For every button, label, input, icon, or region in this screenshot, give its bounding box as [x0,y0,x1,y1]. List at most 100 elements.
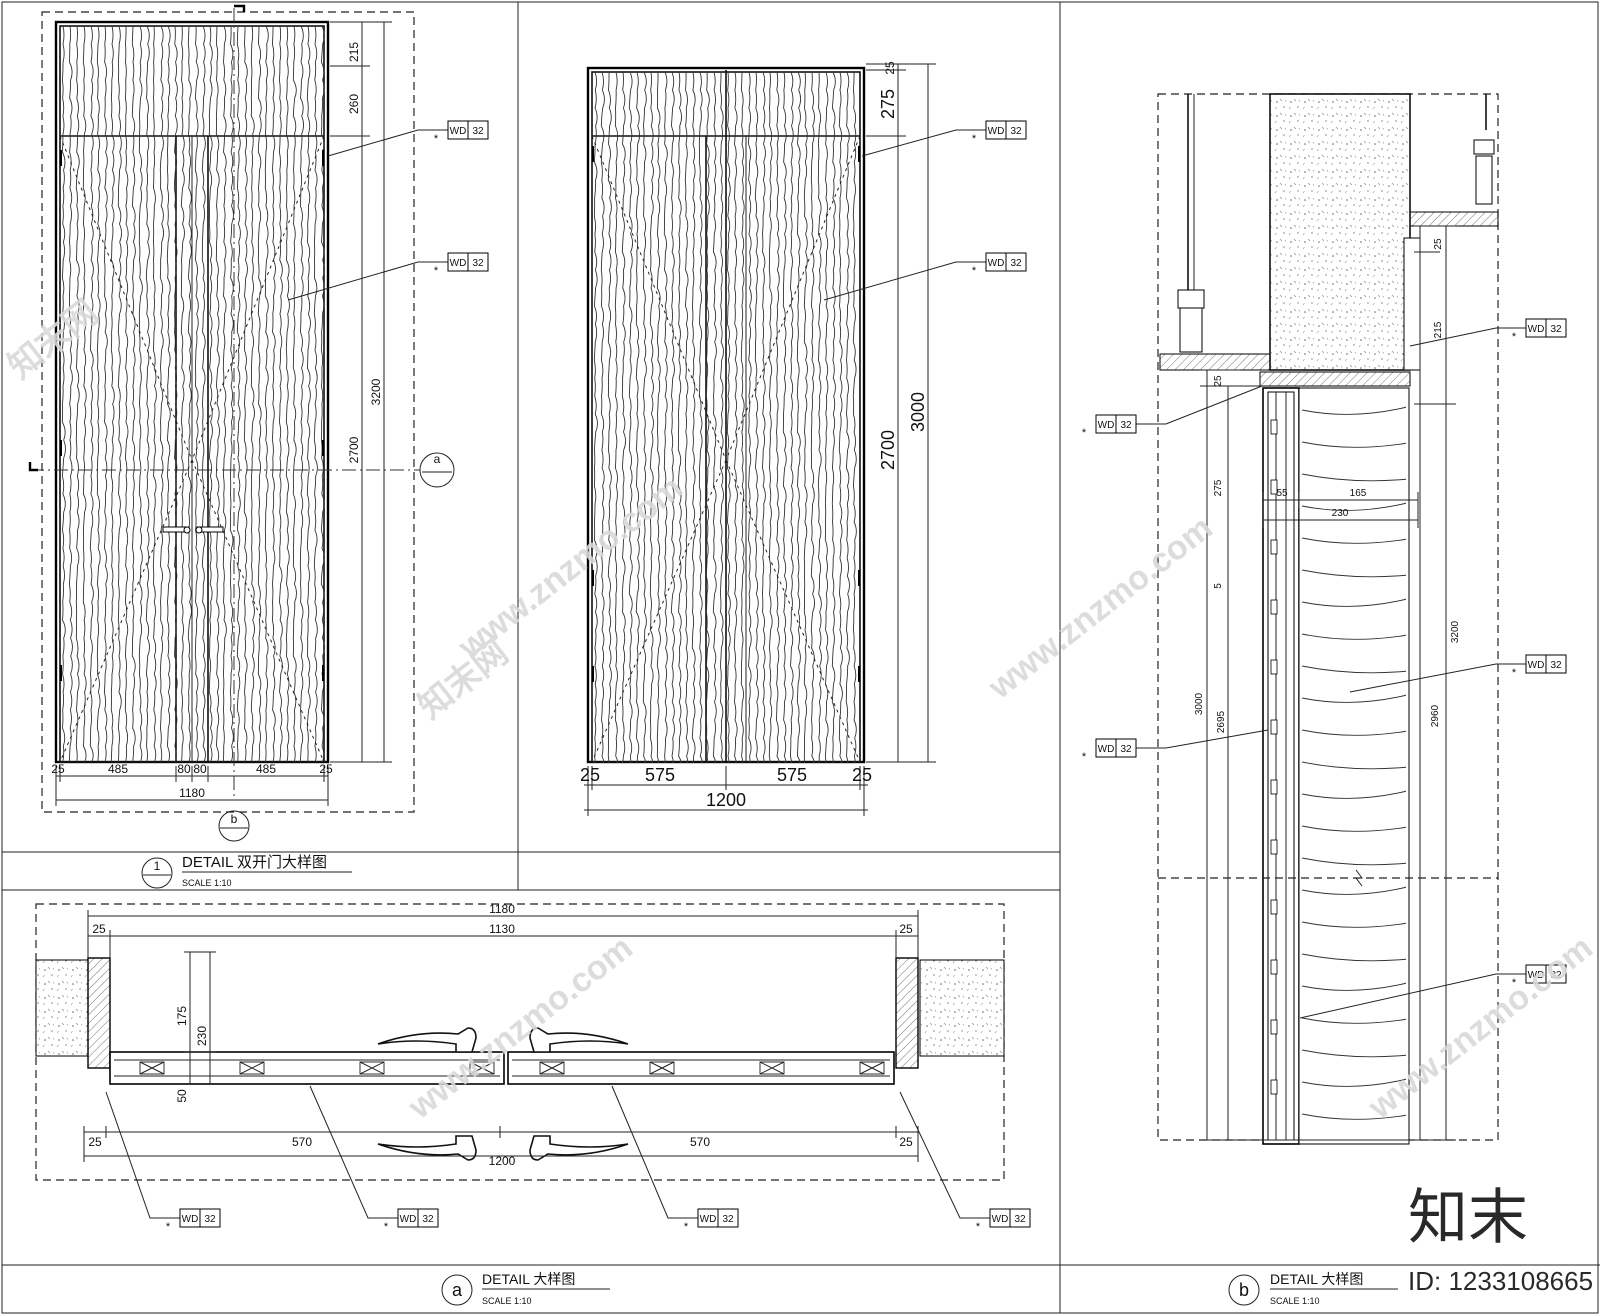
section-marker-a: a [434,452,441,466]
grain-line [194,25,199,763]
block-x [469,1061,495,1075]
grain-line [789,71,794,764]
grain-line [775,71,780,764]
blocking [1270,1019,1278,1035]
blocking [1270,779,1278,795]
blocking [1270,719,1278,735]
grain-line [166,25,171,763]
title-b-text: DETAIL 大样图 [1270,1271,1363,1287]
dim-b-1: 215 [1433,321,1444,338]
block-x [139,1061,165,1075]
tag-code: WD [450,258,467,269]
dim-e2-b0: 25 [580,765,600,785]
dim-e2-r2: 2700 [878,430,898,470]
tag-code: WD [988,126,1005,137]
dim-b-7: 5 [1213,583,1224,589]
dim-b-3: 275 [1213,479,1224,496]
title-a-scale: SCALE 1:10 [482,1296,532,1306]
grain-line [628,71,634,764]
grain-line [236,25,241,763]
block-x [649,1061,675,1075]
grain-line [1301,790,1407,799]
dim-b-11: 2960 [1430,704,1441,727]
tag-num: 32 [1550,324,1562,335]
dim-e1-b5: 25 [319,762,333,776]
dim-e1-r2: 3200 [369,378,383,405]
dim-b-2: 25 [1433,238,1444,250]
watermark-site-3: www.znzmo.com [401,928,640,1126]
grain-line [824,71,829,764]
wood-grain-hatch [61,25,325,763]
grain-line [1301,761,1407,770]
block-x [539,1061,565,1075]
grain-line [117,25,122,763]
grain-line [313,25,318,763]
elevation-door-outside: 25 575 575 25 1200 25 275 2700 3000 [580,61,936,816]
grain-line [271,25,276,763]
blocking [1270,659,1278,675]
grain-line [845,71,850,764]
dim-a-top-right: 25 [899,922,913,936]
tag-star: * [972,133,977,145]
grain-line [733,71,738,764]
title-1-marker: 1 [154,859,161,873]
tag-code: WD [1098,420,1115,431]
blocking [1270,539,1278,555]
tag-code: WD [1528,970,1545,981]
tag-code: WD [1098,744,1115,755]
tag-num: 32 [1550,970,1562,981]
dim-b-0: 25 [1213,375,1224,387]
grain-line [1301,953,1407,962]
plan-section-a: 1180 1130 25 25 175 230 50 25 25 570 570… [35,902,1005,1181]
dim-e1-b3: 80 [193,762,207,776]
grain-line [712,71,717,764]
tag-star: * [1512,977,1517,989]
grain-line [1301,473,1407,482]
title-a-text: DETAIL 大样图 [482,1271,575,1287]
watermark-cn-1: 知末网 [2,294,106,387]
grain-line [243,25,248,763]
grain-line [299,25,304,763]
dim-b-4: 55 [1276,488,1288,499]
dim-b-8: 3000 [1194,692,1205,715]
dim-a-top-left: 25 [92,922,106,936]
wd-tag: WD 32 * [861,120,1027,157]
grain-line [782,71,787,764]
grain-line [698,71,703,764]
title-block-b: b DETAIL 大样图 SCALE 1:10 [1228,1271,1398,1306]
grain-line [1301,982,1407,991]
wd-tag: WD 32 * [1299,964,1567,1019]
grain-line [124,25,129,763]
title-block-a: a DETAIL 大样图 SCALE 1:10 [441,1271,610,1306]
dim-a-v1: 230 [195,1026,209,1046]
grain-line [677,71,682,764]
grain-line [75,25,80,763]
wood-grain-hatch-2 [593,71,857,764]
grain-line [1301,441,1407,448]
grain-line [103,25,108,763]
title-1-text: DETAIL 双开门大样图 [182,854,327,871]
grain-line [1301,694,1407,703]
dim-e1-total: 1180 [179,786,205,800]
grain-line [1301,569,1407,578]
dim-b-10: 3200 [1450,620,1461,643]
dim-b-6: 230 [1332,508,1349,519]
dim-e1-r3: 2700 [347,436,361,463]
tag-num: 32 [1010,126,1022,137]
dim-e1-r1: 260 [347,94,361,114]
grain-line [719,71,724,764]
grain-line [614,71,619,764]
dim-a-top-inner: 1130 [489,922,515,936]
grain-line [1301,1049,1407,1058]
grain-line [663,71,668,764]
dim-a-v2: 50 [175,1089,189,1103]
grain-line [208,25,213,763]
dim-e2-total: 1200 [706,790,746,810]
grain-line [1301,886,1407,895]
watermark-brand: 知末 [1408,1184,1528,1251]
tag-star: * [972,265,977,277]
grain-line [201,25,206,763]
